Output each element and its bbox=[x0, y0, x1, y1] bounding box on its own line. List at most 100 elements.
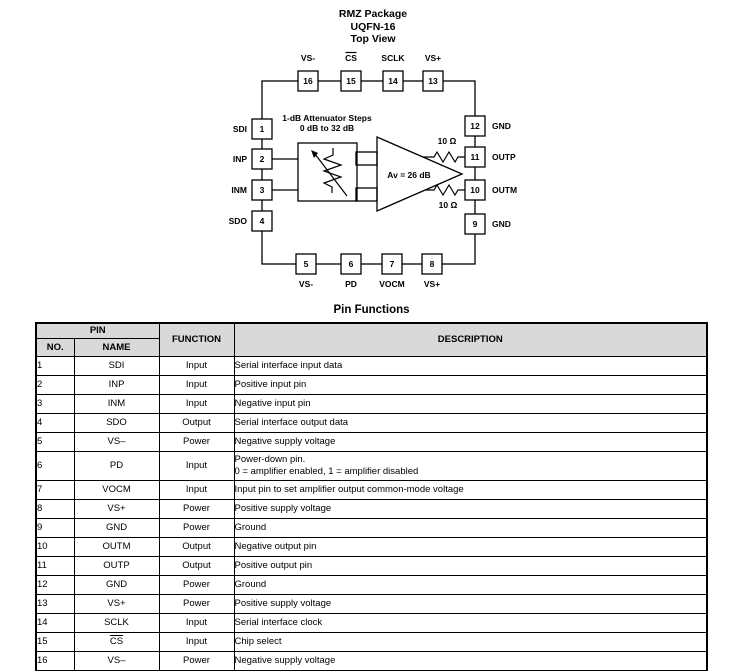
table-row: 3 INM Input Negative input pin bbox=[35, 394, 708, 414]
pin-no-cell: 6 bbox=[37, 459, 43, 471]
pin-box-9 bbox=[464, 213, 486, 235]
pin-label-gnd-12: GND bbox=[492, 121, 511, 131]
pin-number-2: 2 bbox=[260, 154, 265, 164]
table-row: 10 OUTM Output Negative output pin bbox=[35, 536, 708, 557]
pin-function-cell: Power bbox=[183, 502, 210, 514]
pin-box-7 bbox=[381, 253, 403, 275]
pin-number-3: 3 bbox=[260, 185, 265, 195]
pin-name-cell: SDO bbox=[106, 417, 127, 429]
table-body: 1 SDI Input Serial interface input data … bbox=[35, 356, 708, 671]
header-no: NO. bbox=[35, 338, 75, 357]
pin-no-cell: 5 bbox=[37, 436, 43, 448]
pin-description-cell: Power-down pin. 0 = amplifier enabled, 1… bbox=[234, 454, 419, 477]
pin-function-cell: Power bbox=[183, 436, 210, 448]
pin-number-14: 14 bbox=[388, 76, 398, 86]
table-row: 16 VS– Power Negative supply voltage bbox=[35, 650, 708, 671]
pin-description-cell: Chip select bbox=[234, 635, 282, 647]
pin-name-cell: SDI bbox=[108, 360, 125, 372]
pin-label-sclk: SCLK bbox=[381, 53, 405, 63]
pin-name-cell: VS– bbox=[107, 436, 126, 448]
pin-function-cell: Output bbox=[182, 559, 211, 571]
pin-no-cell: 11 bbox=[37, 559, 47, 571]
pin-no-cell: 1 bbox=[37, 360, 43, 372]
pin-no-cell: 13 bbox=[37, 597, 48, 609]
table-row: 2 INP Input Positive input pin bbox=[35, 375, 708, 395]
pin-name-cell: PD bbox=[109, 459, 124, 471]
table-row: 9 GND Power Ground bbox=[35, 517, 708, 538]
pin-function-cell: Power bbox=[183, 521, 210, 533]
pin-description-cell: Serial interface input data bbox=[234, 360, 343, 372]
pin-label-inp: INP bbox=[233, 154, 248, 164]
pin-box-13 bbox=[422, 70, 444, 92]
attenuator-note-line1: 1-dB Attenuator Steps bbox=[282, 113, 372, 123]
pin-name-cell: VS+ bbox=[107, 502, 126, 514]
attenuator-output-stub-bottom bbox=[355, 187, 378, 202]
pin-number-4: 4 bbox=[260, 216, 265, 226]
table-row: 12 GND Power Ground bbox=[35, 574, 708, 595]
pin-description-cell: Positive supply voltage bbox=[234, 597, 332, 609]
pin-box-1 bbox=[251, 118, 273, 140]
pin-number-13: 13 bbox=[428, 76, 438, 86]
pin-name-cell: VS+ bbox=[107, 597, 126, 609]
pin-description-cell: Serial interface clock bbox=[234, 616, 323, 628]
pin-number-1: 1 bbox=[260, 124, 265, 134]
attenuator-box bbox=[297, 142, 358, 202]
pin-function-cell: Power bbox=[183, 578, 210, 590]
resistor-value-top: 10 Ω bbox=[438, 136, 457, 146]
pin-name-cell: VOCM bbox=[102, 483, 131, 495]
table-row: 13 VS+ Power Positive supply voltage bbox=[35, 593, 708, 614]
pin-function-cell: Input bbox=[185, 616, 208, 628]
pin-name-cell: VS– bbox=[107, 654, 126, 666]
header-description: DESCRIPTION bbox=[233, 322, 708, 357]
pin-no-cell: 14 bbox=[37, 616, 48, 628]
pin-name-cell: SCLK bbox=[104, 616, 129, 628]
pin-name-cell: OUTM bbox=[102, 540, 131, 552]
pin-label-inm: INM bbox=[231, 185, 247, 195]
pin-no-cell: 7 bbox=[37, 483, 43, 495]
figure-title-line2: UQFN-16 bbox=[351, 21, 396, 33]
resistor-icon-top bbox=[423, 150, 465, 164]
pin-description-cell: Ground bbox=[234, 578, 267, 590]
pin-description-cell: Serial interface output data bbox=[234, 417, 349, 429]
pin-box-12 bbox=[464, 115, 486, 137]
pin-function-cell: Input bbox=[185, 459, 208, 471]
pin-number-11: 11 bbox=[471, 152, 480, 162]
pin-description-cell: Positive supply voltage bbox=[234, 502, 332, 514]
pin-name-cell: GND bbox=[105, 521, 128, 533]
amp-gain-label: Av = 26 dB bbox=[387, 170, 430, 180]
pin-name-cell: INP bbox=[108, 379, 125, 391]
table-row: 14 SCLK Input Serial interface clock bbox=[35, 612, 708, 633]
pin-description-cell: Negative supply voltage bbox=[234, 436, 336, 448]
pin-box-4 bbox=[251, 210, 273, 232]
pin-description-cell: Input pin to set amplifier output common… bbox=[234, 483, 464, 495]
table-row: 11 OUTP Output Positive output pin bbox=[35, 555, 708, 576]
pinout-diagram: RMZ Package UQFN-16 Top View 1-dB Attenu… bbox=[229, 8, 517, 289]
pin-no-cell: 3 bbox=[37, 398, 43, 410]
header-name: NAME bbox=[73, 338, 160, 357]
pin-functions-table: PIN FUNCTION DESCRIPTION NO. NAME 1 SDI … bbox=[35, 322, 708, 671]
pin-function-cell: Input bbox=[185, 398, 208, 410]
pin-number-9: 9 bbox=[473, 219, 478, 229]
pin-no-cell: 16 bbox=[37, 654, 48, 666]
table-row: 6 PD Input Power-down pin. 0 = amplifier… bbox=[35, 451, 708, 481]
variable-resistor-icon bbox=[322, 148, 343, 193]
table-row: 7 VOCM Input Input pin to set amplifier … bbox=[35, 479, 708, 500]
pin-no-cell: 9 bbox=[37, 521, 43, 533]
pin-function-cell: Power bbox=[183, 654, 210, 666]
pin-description-cell: Ground bbox=[234, 521, 267, 533]
pin-function-cell: Input bbox=[185, 483, 208, 495]
resistor-icon-bottom bbox=[425, 183, 465, 197]
pin-description-cell: Positive output pin bbox=[234, 559, 313, 571]
table-header: PIN FUNCTION DESCRIPTION NO. NAME bbox=[35, 322, 708, 357]
pin-box-5 bbox=[295, 253, 317, 275]
pin-label-vs-minus-bottom: VS- bbox=[299, 279, 313, 289]
pin-box-6 bbox=[340, 253, 362, 275]
amplifier-triangle bbox=[376, 136, 464, 212]
pin-box-15 bbox=[340, 70, 362, 92]
table-row: 8 VS+ Power Positive supply voltage bbox=[35, 498, 708, 519]
pin-description-cell: Negative input pin bbox=[234, 398, 311, 410]
pin-box-2 bbox=[251, 148, 273, 170]
pin-number-5: 5 bbox=[304, 259, 309, 269]
attenuator-note-line2: 0 dB to 32 dB bbox=[300, 123, 354, 133]
